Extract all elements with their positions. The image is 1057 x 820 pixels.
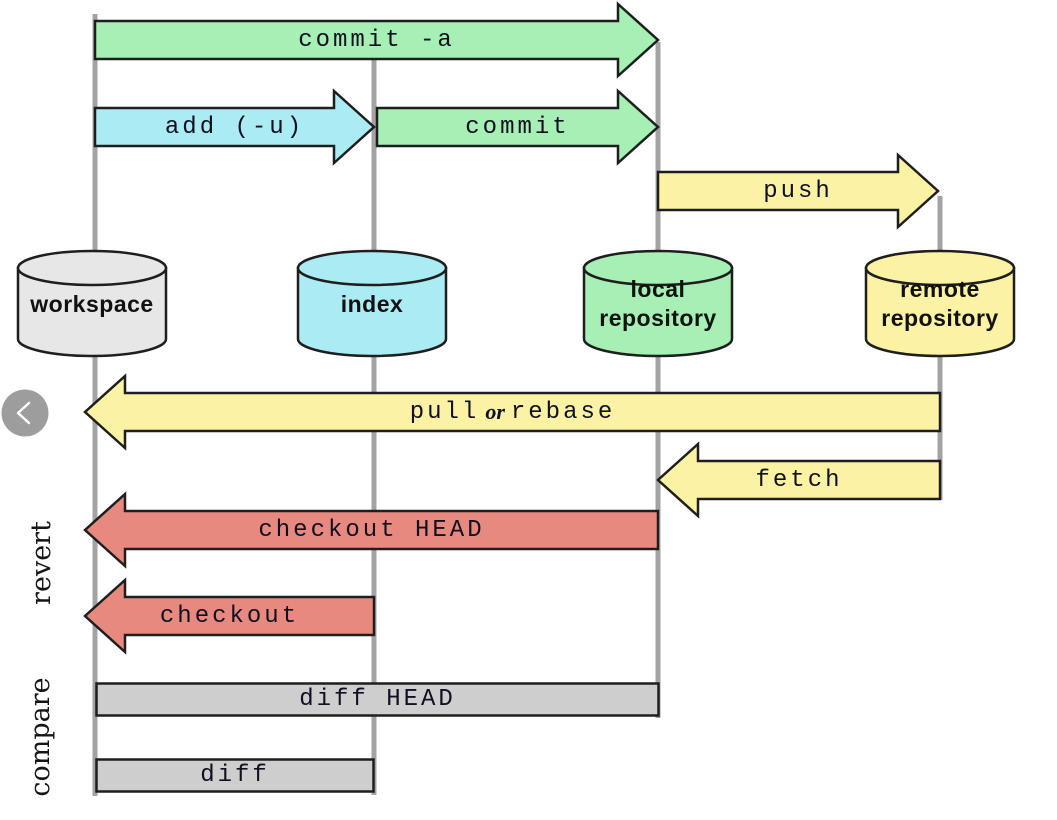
node-label-line: local <box>630 276 686 303</box>
side-label-compare: compare <box>24 677 56 797</box>
rebase-word: rebase <box>510 398 616 426</box>
cylinder-local-repository <box>582 249 734 358</box>
carousel-prev-button[interactable] <box>1 389 49 437</box>
arrow-push-shape <box>656 152 940 230</box>
cylinder-remote-repository-top <box>864 249 1016 287</box>
arrow-pull-or-rebase-shape <box>83 373 942 451</box>
arrow-checkout-head <box>83 491 660 569</box>
arrow-checkout <box>83 577 376 655</box>
arrow-checkout-shape <box>83 577 376 655</box>
node-label-index: index <box>295 248 449 360</box>
chevron-left-glyph <box>16 401 31 425</box>
arrow-pull-or-rebase <box>83 373 942 451</box>
arrow-label-checkout-head: checkout HEAD <box>258 516 485 544</box>
arrow-add-shape <box>93 88 376 166</box>
arrow-label-pull-or-rebase: pull or rebase <box>85 393 940 431</box>
arrow-label-push: push <box>763 177 833 205</box>
cylinder-workspace <box>16 249 168 358</box>
bar-label-diff: diff <box>200 762 270 789</box>
arrow-commit-a-shape <box>93 1 660 79</box>
arrow-label-fetch: fetch <box>755 466 843 494</box>
arrow-fetch-shape <box>656 441 942 519</box>
arrow-commit <box>375 88 660 166</box>
cylinder-local-repository-top <box>582 249 734 287</box>
node-label-workspace: workspace <box>15 248 169 360</box>
arrow-label-commit-a: commit -a <box>298 26 455 54</box>
cylinder-index-top <box>296 249 448 287</box>
cylinder-index-body <box>296 266 448 358</box>
node-label-line: repository <box>599 305 717 331</box>
bar-diff-head <box>95 682 660 717</box>
node-label-remote-repository: remote repository <box>863 248 1017 360</box>
node-label-line: remote <box>900 276 980 303</box>
chevron-left-icon <box>1 389 49 437</box>
nav-button-circle <box>1 389 49 437</box>
lifeline-local-repository <box>655 42 661 718</box>
cylinder-index <box>296 249 448 358</box>
arrow-checkout-head-shape <box>83 491 660 569</box>
node-label-line: index <box>340 290 404 317</box>
node-label-line: repository <box>881 305 999 331</box>
side-label-revert: revert <box>25 521 57 605</box>
node-label-local-repository: local repository <box>581 248 735 360</box>
arrow-label-checkout: checkout <box>159 602 300 630</box>
arrow-push <box>656 152 940 230</box>
cylinder-remote-repository-body <box>864 266 1016 358</box>
bar-diff-head-shape <box>95 682 660 717</box>
arrow-add <box>93 88 376 166</box>
arrow-label-commit: commit <box>465 113 570 141</box>
node-label-line: workspace <box>30 290 154 317</box>
cylinder-workspace-body <box>16 266 168 358</box>
arrow-fetch <box>656 441 942 519</box>
arrow-commit-a <box>93 1 660 79</box>
pull-word: pull <box>409 398 480 426</box>
cylinder-remote-repository <box>864 249 1016 358</box>
bar-diff <box>95 758 375 793</box>
cylinder-workspace-top <box>16 249 168 287</box>
arrow-label-add: add (-u) <box>164 113 305 141</box>
or-word: or <box>485 399 505 424</box>
bar-diff-shape <box>95 758 375 793</box>
cylinder-local-repository-body <box>582 266 734 358</box>
arrow-commit-shape <box>375 88 660 166</box>
bar-label-diff-head: diff HEAD <box>299 686 456 713</box>
